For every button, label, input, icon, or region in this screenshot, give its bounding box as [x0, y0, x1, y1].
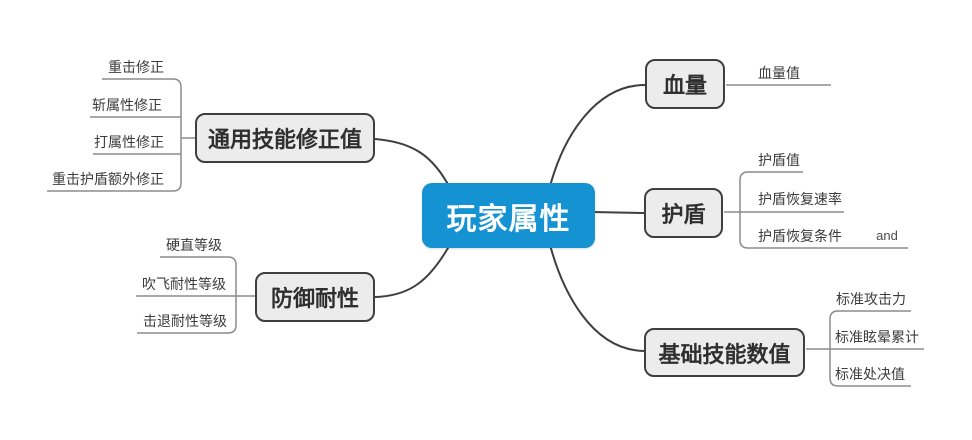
leaf-heavy-shield-extra-modifier[interactable]: 重击护盾额外修正: [52, 171, 164, 187]
central-topic-label: 玩家属性: [446, 202, 571, 236]
leaf-line-group-defense: [137, 256, 237, 334]
leaf-line-group-shield: [739, 171, 908, 249]
branch-label: 防御耐性: [270, 286, 359, 311]
branch-label: 基础技能数值: [658, 341, 791, 367]
branch-defense-resistance[interactable]: 防御耐性: [255, 272, 375, 322]
branch-label: 血量: [662, 73, 707, 98]
branch-label: 护盾: [661, 202, 706, 227]
leaf-health-value[interactable]: 血量值: [758, 65, 800, 81]
branch-shield[interactable]: 护盾: [644, 188, 723, 238]
leaf-shield-regen-condition[interactable]: 护盾恢复条件: [758, 228, 842, 244]
connector-central-to-base-skill: [548, 240, 645, 352]
leaf-stagger-level[interactable]: 硬直等级: [166, 237, 222, 253]
leaf-knockback-resist-level[interactable]: 击退耐性等级: [143, 313, 227, 329]
branch-health[interactable]: 血量: [645, 59, 725, 109]
branch-connectors: [374, 84, 646, 352]
leaf-std-execution-value[interactable]: 标准处决值: [835, 366, 905, 382]
connector-central-to-health: [548, 84, 646, 191]
connector-central-to-general-skill: [374, 138, 451, 189]
and-tag-label[interactable]: and: [876, 228, 898, 243]
leaf-line-group-general: [47, 78, 182, 192]
leaf-connectors: [47, 78, 924, 387]
branch-base-skill-values[interactable]: 基础技能数值: [644, 328, 805, 377]
leaf-shield-value[interactable]: 护盾值: [758, 152, 800, 168]
leaf-heavy-hit-modifier[interactable]: 重击修正: [108, 59, 164, 75]
connector-central-to-defense: [374, 240, 453, 298]
leaf-strike-attr-modifier[interactable]: 打属性修正: [94, 134, 164, 150]
connector-central-to-shield: [591, 211, 645, 214]
branch-general-skill-modifier[interactable]: 通用技能修正值: [195, 113, 375, 163]
central-topic[interactable]: 玩家属性: [422, 183, 595, 248]
branch-label: 通用技能修正值: [207, 127, 362, 152]
leaf-slash-attr-modifier[interactable]: 斩属性修正: [92, 97, 162, 113]
leaf-std-stun-accumulation[interactable]: 标准眩晕累计: [835, 329, 919, 345]
leaf-std-attack-power[interactable]: 标准攻击力: [836, 291, 906, 307]
leaf-shield-regen-rate[interactable]: 护盾恢复速率: [758, 191, 842, 207]
leaf-knockup-resist-level[interactable]: 吹飞耐性等级: [142, 276, 226, 292]
